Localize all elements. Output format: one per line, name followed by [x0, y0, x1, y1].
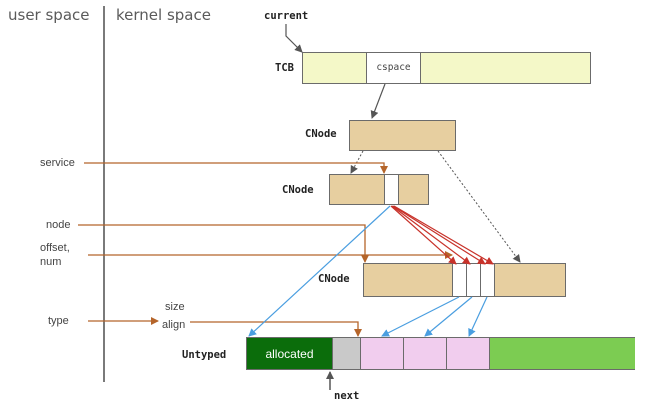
root-to-dest-dotted [437, 150, 521, 263]
cspace-slot-label: cspace [376, 62, 411, 73]
offset-label: offset, [40, 242, 70, 254]
current-arrow [285, 24, 303, 53]
blue-service-to-untyped [248, 205, 391, 337]
free-region [489, 338, 635, 369]
next-pointer-label: next [334, 390, 360, 402]
cnode-root [349, 120, 456, 151]
dest-slot-2 [466, 264, 480, 296]
space-divider [103, 6, 105, 382]
alignment-padding [332, 338, 360, 369]
service-cap-slot [384, 175, 399, 204]
cnode-root-label: CNode [305, 128, 337, 140]
new-object-1 [360, 338, 403, 369]
allocated-label: allocated [265, 347, 314, 361]
cspace-arrow [370, 83, 386, 119]
tcb-label: TCB [275, 62, 294, 74]
cnode-dest-label: CNode [318, 273, 350, 285]
current-pointer-label: current [264, 10, 309, 22]
node-line [78, 224, 369, 263]
blue-slot2-to-obj2 [424, 296, 473, 337]
service-line [84, 162, 388, 174]
new-object-3 [446, 338, 489, 369]
cnode-service-label: CNode [282, 184, 314, 196]
untyped-label: Untyped [182, 349, 227, 361]
tcb-object: cspace [302, 52, 591, 84]
red-arrow-2 [391, 205, 471, 265]
dest-slot-3 [480, 264, 495, 296]
allocated-region: allocated [247, 338, 332, 369]
cspace-slot: cspace [366, 53, 421, 83]
service-label: service [40, 157, 75, 169]
size-label: size [165, 301, 185, 313]
align-label: align [162, 319, 186, 331]
user-space-heading: user space [8, 6, 90, 24]
red-arrow-1 [390, 205, 457, 265]
type-label: type [48, 315, 69, 327]
num-label: num [40, 256, 62, 268]
size-align-line [190, 321, 362, 337]
new-object-2 [403, 338, 446, 369]
red-arrow-4 [393, 205, 494, 265]
blue-slot3-to-obj3 [468, 296, 488, 337]
dest-slot-1 [452, 264, 466, 296]
blue-slot1-to-obj1 [381, 296, 460, 337]
cnode-service [329, 174, 429, 205]
red-arrow-3 [392, 205, 486, 265]
root-to-service-dotted [350, 150, 364, 174]
untyped-object: allocated [246, 337, 635, 370]
node-label: node [46, 219, 71, 231]
kernel-space-heading: kernel space [116, 6, 211, 24]
